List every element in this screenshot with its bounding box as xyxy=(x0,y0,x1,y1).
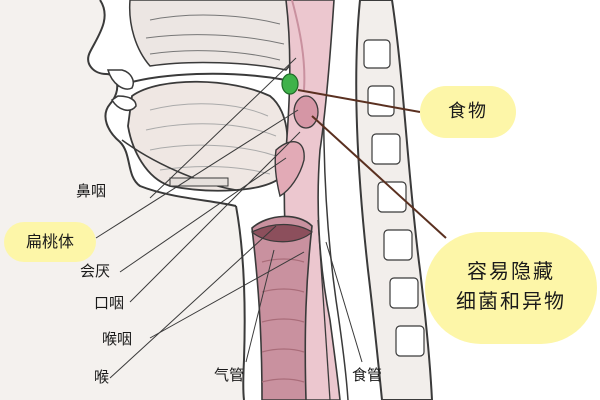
leader-laryngopharynx xyxy=(149,251,305,339)
vertebra xyxy=(377,181,407,213)
leader-nasopharynx xyxy=(149,57,297,199)
nasopharynx-wall xyxy=(291,0,306,91)
tongue xyxy=(127,80,289,192)
label-food: 食物 xyxy=(420,86,516,138)
label-esophagus: 食管 xyxy=(352,366,383,384)
vertebra xyxy=(389,277,419,309)
pointer-callout xyxy=(311,115,447,239)
larynx-opening xyxy=(250,223,313,243)
trachea-tube xyxy=(251,215,313,400)
epiglottis-flap xyxy=(274,141,305,198)
face-profile-line xyxy=(87,0,237,207)
vertebra xyxy=(395,325,425,357)
label-trachea: 气管 xyxy=(214,366,245,384)
face-outline xyxy=(0,0,245,400)
label-oropharynx: 口咽 xyxy=(94,294,125,312)
lower-teeth xyxy=(110,95,137,111)
vertebra xyxy=(363,39,391,69)
front-neck-line xyxy=(235,205,246,400)
vertebra xyxy=(367,85,395,117)
tonsil-mass xyxy=(293,95,319,129)
leader-trachea xyxy=(245,249,275,363)
hyoid-bone xyxy=(169,177,229,187)
leader-epiglottis xyxy=(119,157,287,273)
label-nasopharynx: 鼻咽 xyxy=(76,182,107,200)
label-laryngopharynx: 喉咽 xyxy=(102,330,133,348)
pointer-food xyxy=(297,89,421,113)
jaw-bone xyxy=(121,139,237,191)
upper-teeth xyxy=(107,69,134,90)
vertebra xyxy=(371,133,401,165)
callout-line-2: 细菌和异物 xyxy=(456,289,566,313)
leader-larynx xyxy=(109,225,277,379)
palate xyxy=(117,72,287,87)
label-tonsil: 扁桃体 xyxy=(4,222,96,262)
esophagus-tube xyxy=(317,219,331,400)
callout-bacteria-note: 容易隐藏 细菌和异物 xyxy=(425,232,597,344)
label-larynx: 喉 xyxy=(94,368,110,386)
food-bolus xyxy=(281,73,299,95)
leader-tonsil xyxy=(95,109,299,239)
vertebra xyxy=(383,229,413,261)
leader-oropharynx xyxy=(129,131,301,303)
leader-esophagus xyxy=(325,241,363,363)
callout-line-1: 容易隐藏 xyxy=(467,259,555,283)
label-epiglottis: 会厌 xyxy=(80,262,111,280)
